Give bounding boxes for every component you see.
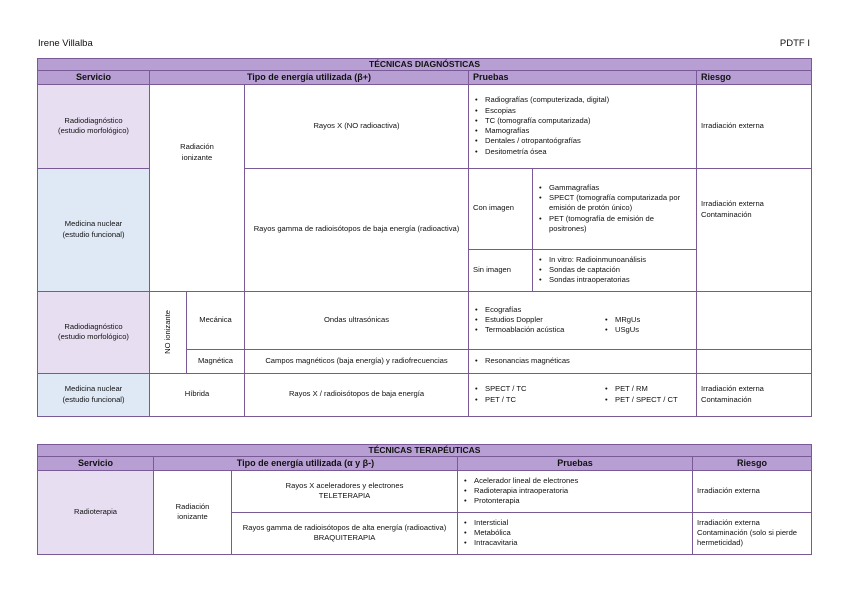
riesgo-magnetica — [695, 348, 813, 374]
list-item: Intersticial — [462, 518, 688, 529]
list-item: Mamografías — [473, 126, 692, 137]
pruebas-teleterapia-list: Acelerador lineal de electrones Radioter… — [462, 476, 688, 507]
pruebas-braquiterapia-list: Intersticial Metabólica Intracavitaria — [462, 518, 688, 549]
list-item: Escopias — [473, 106, 692, 117]
list-item: In vitro: Radioinmunoanálisis — [537, 255, 692, 266]
radiacion-ionizante: Radiación ionizante — [153, 469, 232, 555]
con-imagen-label: Con imagen — [468, 167, 533, 250]
diagnostic-table: TÉCNICAS DIAGNÓSTICAS Servicio Tipo de e… — [36, 57, 813, 417]
author-name: Irene Villalba — [38, 38, 93, 49]
list-item: PET / RM — [603, 384, 692, 395]
servicio-radiodiagnostico-2: Radiodiagnóstico (estudio morfológico) — [37, 290, 150, 374]
servicio-medicina-nuclear-2: Medicina nuclear (estudio funcional) — [37, 372, 150, 417]
list-item: Protonterapia — [462, 496, 688, 507]
col-pruebas: Pruebas — [468, 70, 697, 85]
servicio-medicina-nuclear: Medicina nuclear (estudio funcional) — [37, 167, 150, 292]
list-item: Gammagrafías — [537, 183, 692, 194]
riesgo-teleterapia: Irradiación externa — [691, 469, 813, 513]
energia-hibrida: Rayos X / radioisótopos de baja energía — [244, 372, 469, 417]
energia-rayos-gamma: Rayos gamma de radioisótopos de baja ene… — [244, 167, 469, 292]
riesgo-radiodiagnostico: Irradiación externa — [695, 83, 813, 169]
col-riesgo: Riesgo — [695, 70, 813, 85]
no-ionizante-label: NO ionizante — [162, 310, 172, 355]
col-energia: Tipo de energía utilizada (α y β-) — [153, 456, 458, 471]
list-item: Radiografías (computerizada, digital) — [473, 95, 692, 106]
col-pruebas: Pruebas — [457, 456, 693, 471]
course-code: PDTF I — [779, 38, 810, 49]
diagnostic-title: TÉCNICAS DIAGNÓSTICAS — [36, 57, 813, 72]
list-item: Ecografías — [473, 305, 603, 316]
list-item: SPECT / TC — [473, 384, 603, 395]
riesgo-ultrasonidos — [695, 290, 813, 350]
list-item: SPECT (tomografía computarizada por emis… — [537, 193, 692, 214]
list-item: Acelerador lineal de electrones — [462, 476, 688, 487]
energia-campos-magneticos: Campos magnéticos (baja energía) y radio… — [244, 348, 469, 374]
therapeutic-title: TÉCNICAS TERAPÉUTICAS — [36, 443, 813, 458]
riesgo-braquiterapia: Irradiación externa Contaminación (solo … — [691, 511, 813, 555]
therapeutic-table: TÉCNICAS TERAPÉUTICAS Servicio Tipo de e… — [36, 443, 813, 555]
pruebas-ultrasonidos: EcografíasEstudios DopplerTermoablación … — [473, 305, 692, 336]
energia-rayos-x: Rayos X (NO radioactiva) — [244, 83, 469, 169]
energia-teleterapia: Rayos X aceleradores y electrones TELETE… — [231, 469, 458, 513]
col-riesgo: Riesgo — [691, 456, 813, 471]
magnetica-label: Magnética — [186, 348, 245, 374]
list-item: PET (tomografía de emisión de positrones… — [537, 214, 692, 235]
list-item: PET / SPECT / CT — [603, 395, 692, 406]
col-energia: Tipo de energía utilizada (β+) — [149, 70, 469, 85]
servicio-radiodiagnostico: Radiodiagnóstico (estudio morfológico) — [37, 83, 150, 169]
list-item: PET / TC — [473, 395, 603, 406]
list-item: USgUs — [603, 325, 692, 336]
list-item: Desitometría ósea — [473, 147, 692, 158]
list-item: Resonancias magnéticas — [473, 356, 692, 367]
list-item: Sondas intraoperatorias — [537, 275, 692, 286]
list-item: Termoablación acústica — [473, 325, 603, 336]
pruebas-hibridas: SPECT / TCPET / TC PET / RMPET / SPECT /… — [473, 384, 692, 405]
list-item: Intracavitaria — [462, 538, 688, 549]
col-servicio: Servicio — [37, 456, 154, 471]
riesgo-medicina-nuclear: Irradiación externa Contaminación — [695, 167, 813, 292]
mecanica-label: Mecánica — [186, 290, 245, 350]
list-item: Estudios Doppler — [473, 315, 603, 326]
energia-ultrasonidos: Ondas ultrasónicas — [244, 290, 469, 350]
list-item: Sondas de captación — [537, 265, 692, 276]
col-servicio: Servicio — [37, 70, 150, 85]
pruebas-sin-imagen-list: In vitro: Radioinmunoanálisis Sondas de … — [537, 255, 692, 286]
sin-imagen-label: Sin imagen — [468, 248, 533, 292]
list-item: Radioterapia intraoperatoria — [462, 486, 688, 497]
pruebas-radiodiagnostico-list: Radiografías (computerizada, digital) Es… — [473, 95, 692, 157]
pruebas-con-imagen-list: Gammagrafías SPECT (tomografía computari… — [537, 183, 692, 234]
radiacion-ionizante: Radiación ionizante — [149, 83, 245, 292]
list-item: Dentales / otropantoógrafías — [473, 136, 692, 147]
list-item: MRgUs — [603, 315, 692, 326]
riesgo-hibrida: Irradiación externa Contaminación — [695, 372, 813, 417]
servicio-radioterapia: Radioterapia — [37, 469, 154, 555]
energia-braquiterapia: Rayos gamma de radioisótopos de alta ene… — [231, 511, 458, 555]
list-item: Metabólica — [462, 528, 688, 539]
list-item: TC (tomografía computarizada) — [473, 116, 692, 127]
hibrida-label: Híbrida — [149, 372, 245, 417]
